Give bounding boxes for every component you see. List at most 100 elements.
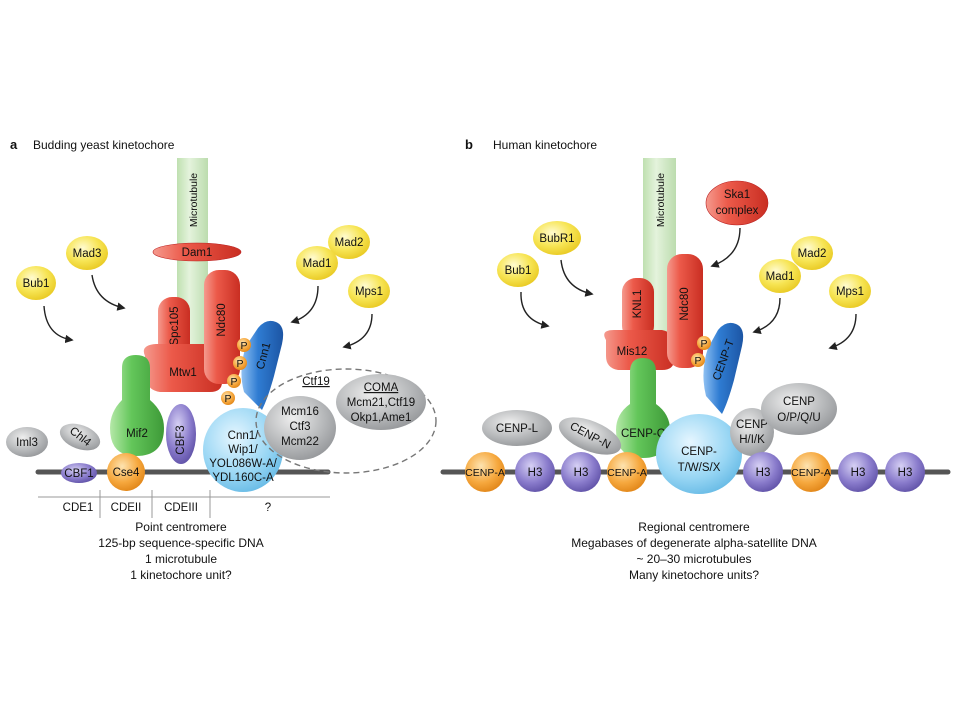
phospho-label: P xyxy=(694,355,701,367)
bub1-label: Bub1 xyxy=(505,265,532,277)
dam1-ring xyxy=(152,242,242,262)
phospho-sites: P P P P xyxy=(221,338,251,405)
panel-a-caption-line3: 1 microtubule xyxy=(145,552,217,566)
cenp-hik-line1: CENP xyxy=(736,419,768,431)
h3-nucleosome xyxy=(515,452,555,492)
mad1-protein xyxy=(296,246,338,280)
nucleosome-label: H3 xyxy=(528,467,543,479)
mif2-label: Mif2 xyxy=(126,428,148,440)
phospho-label: P xyxy=(224,393,231,405)
h3-nucleosome xyxy=(561,452,601,492)
chl4-protein xyxy=(59,423,101,451)
mad2-label: Mad2 xyxy=(335,237,364,249)
dna-element-bracket xyxy=(38,490,330,518)
bub1-label: Bub1 xyxy=(23,278,50,290)
h3-nucleosome xyxy=(743,452,783,492)
cenp-c-label: CENP-C xyxy=(621,428,665,440)
bub1-protein xyxy=(497,253,539,287)
coma-line2: Okp1,Ame1 xyxy=(351,412,412,424)
phospho-sites: P P xyxy=(691,336,711,367)
arrow xyxy=(828,313,857,351)
cenp-twsx-line1: CENP- xyxy=(681,446,717,458)
mad1-label: Mad1 xyxy=(766,271,795,283)
phospho-label: P xyxy=(240,340,247,352)
cenp-c-protein xyxy=(616,358,670,458)
ndc80-protein xyxy=(204,270,240,384)
mtw1-protein xyxy=(143,344,222,392)
cdeiii-label: CDEIII xyxy=(164,502,198,514)
panel-a-caption-line2: 125-bp sequence-specific DNA xyxy=(98,536,263,550)
phospho-label: P xyxy=(236,358,243,370)
arrow xyxy=(342,313,373,350)
nucleosome-label: H3 xyxy=(574,467,589,479)
coma-title: COMA xyxy=(364,382,399,394)
panel-a: a Budding yeast kinetochore Microtubule … xyxy=(6,137,437,582)
nucleosome-array: CENP-A H3 H3 CENP-A H3 CENP-A H3 H3 xyxy=(465,452,925,492)
mcm16-line3: Mcm22 xyxy=(281,436,319,448)
nucleosome-label: H3 xyxy=(898,467,913,479)
nucleosome-label: H3 xyxy=(756,467,771,479)
nucleosome-label: CENP-A xyxy=(607,467,647,479)
mis12-protein xyxy=(604,330,674,370)
cnn1-wip1-complex xyxy=(203,408,283,492)
bubr1-protein xyxy=(533,221,581,255)
h3-nucleosome xyxy=(885,452,925,492)
cenp-n-protein xyxy=(558,417,622,455)
phospho-label: P xyxy=(230,376,237,388)
mif2-protein xyxy=(110,355,164,456)
phospho-circle xyxy=(233,356,247,370)
cbf3-label: CBF3 xyxy=(175,425,187,454)
ska1-complex xyxy=(705,180,769,226)
mad2-protein xyxy=(791,236,833,270)
mcm16-ctf3-mcm22-complex xyxy=(264,396,336,460)
ctf19-complex-outline xyxy=(255,368,437,474)
phospho-circle xyxy=(227,374,241,388)
cdeii-label: CDEII xyxy=(111,502,142,514)
arrow xyxy=(43,305,74,344)
coma-complex xyxy=(336,374,426,430)
panel-b: b Human kinetochore Microtubule Bub1 Bub… xyxy=(440,137,951,582)
panel-a-caption-line1: Point centromere xyxy=(135,520,227,534)
phospho-label: P xyxy=(700,338,707,350)
cenp-twsx-complex xyxy=(656,414,742,494)
cenp-t-protein xyxy=(703,322,744,414)
mps1-protein xyxy=(829,274,871,308)
mcm16-line1: Mcm16 xyxy=(281,406,319,418)
ndc80-label: Ndc80 xyxy=(216,303,228,336)
cenp-twsx-line2: T/W/S/X xyxy=(678,462,721,474)
panel-b-letter: b xyxy=(465,137,473,152)
panel-b-caption-line2: Megabases of degenerate alpha-satellite … xyxy=(571,536,816,550)
mps1-protein xyxy=(348,274,390,308)
cenp-a-nucleosome xyxy=(607,452,647,492)
mis12-label: Mis12 xyxy=(617,346,648,358)
ska1-line1: Ska1 xyxy=(724,189,750,201)
cenp-opqu-line2: O/P/Q/U xyxy=(777,412,820,424)
arrow xyxy=(290,285,319,325)
cenp-opqu-line1: CENP xyxy=(783,396,815,408)
ndc80-protein xyxy=(667,254,703,368)
panel-a-caption-line4: 1 kinetochore unit? xyxy=(130,568,232,582)
arrow xyxy=(752,297,781,335)
mtw1-label: Mtw1 xyxy=(169,367,196,379)
microtubule-label: Microtubule xyxy=(188,173,200,227)
cenp-hik-line2: H/I/K xyxy=(739,434,765,446)
bubr1-label: BubR1 xyxy=(539,233,574,245)
ndc80-label: Ndc80 xyxy=(679,287,691,320)
cbf1-label: CBF1 xyxy=(64,468,93,480)
arrow xyxy=(710,227,741,268)
mad2-protein xyxy=(328,225,370,259)
coma-line1: Mcm21,Ctf19 xyxy=(347,397,415,409)
panel-b-title: Human kinetochore xyxy=(493,138,597,152)
nucleosome-label: CENP-A xyxy=(791,467,831,479)
cnn1-wip1-line1: Cnn1/ xyxy=(228,430,259,442)
cnn1-wip1-line4: YDL160C-A xyxy=(212,472,274,484)
mad3-label: Mad3 xyxy=(73,248,102,260)
mad2-label: Mad2 xyxy=(798,248,827,260)
h3-nucleosome xyxy=(838,452,878,492)
cnn1-protein xyxy=(241,320,284,410)
knl1-protein xyxy=(622,278,654,340)
panel-b-caption-line4: Many kinetochore units? xyxy=(629,568,759,582)
unknown-element-label: ? xyxy=(265,502,271,514)
phospho-circle xyxy=(221,391,235,405)
